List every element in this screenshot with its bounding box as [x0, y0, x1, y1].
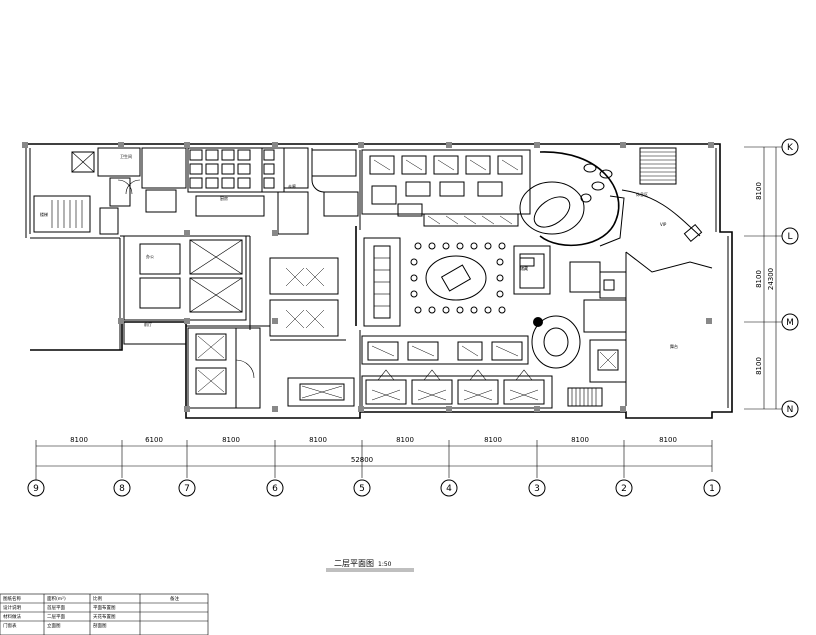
right-private-rooms — [567, 251, 713, 407]
axis-label: 5 — [359, 484, 365, 494]
table-cell: 门窗表 — [3, 622, 17, 629]
table-cell: 剖面图 — [93, 622, 107, 629]
axis-bubbles-vertical: K L M N — [781, 138, 799, 418]
table-cell: 天花布置图 — [93, 613, 116, 620]
axis-label: N — [787, 405, 794, 415]
drawing-scale: 1:50 — [378, 561, 392, 568]
axis-label: 1 — [709, 484, 715, 494]
axis-label: 9 — [33, 484, 39, 494]
room-label: 楼梯 — [40, 211, 48, 217]
span-label: 8100 — [222, 436, 240, 444]
room-tags: 楼梯 卫生间 厨房 走廊 前厅 办公 休息区 VIP 舞台 储藏 — [40, 153, 678, 349]
dimension-lines-right — [744, 146, 782, 410]
room-label: 舞台 — [670, 343, 678, 349]
elevator-core — [123, 235, 339, 345]
side-total-label: 24300 — [767, 268, 775, 290]
axis-bubble — [615, 479, 633, 497]
axis-bubble — [27, 479, 45, 497]
restroom-block — [187, 147, 359, 235]
axis-bubble — [353, 479, 371, 497]
central-dining-hall — [363, 237, 581, 369]
room-label: 卫生间 — [120, 153, 132, 159]
side-span-labels: 8100 8100 8100 24300 — [755, 182, 775, 375]
span-label: 8100 — [396, 436, 414, 444]
axis-span-labels: 8100 6100 8100 8100 8100 8100 8100 8100 … — [70, 436, 677, 464]
span-label: 8100 — [755, 270, 763, 288]
table-header: 面积(m²) — [47, 595, 66, 602]
table-cell: 材料做法 — [3, 613, 21, 620]
table-header: 图纸名称 — [3, 595, 21, 602]
legend-table: 图纸名称 面积(m²) 比例 备注 设计说明 首层平面 平面布置图 材料做法 二… — [0, 593, 209, 635]
upper-private-rooms — [361, 149, 531, 227]
room-label: 储藏 — [520, 265, 528, 271]
total-dimension-label: 52800 — [351, 456, 373, 464]
room-label: 前厅 — [144, 321, 152, 327]
table-header: 比例 — [93, 595, 102, 602]
axis-label: 4 — [446, 484, 452, 494]
axis-bubble — [266, 479, 284, 497]
room-label: 办公 — [146, 253, 154, 259]
axis-bubble — [528, 479, 546, 497]
span-label: 8100 — [70, 436, 88, 444]
oval-vip-room — [519, 151, 703, 247]
axis-bubble — [440, 479, 458, 497]
table-cell: 立面图 — [47, 622, 61, 629]
dimension-lines-bottom — [35, 440, 713, 480]
axis-label: M — [786, 318, 794, 328]
axis-bubbles-horizontal: 9 8 7 6 5 4 3 2 1 — [27, 479, 721, 497]
left-service-block — [33, 147, 187, 235]
lower-left-rooms — [187, 327, 355, 409]
span-label: 8100 — [755, 357, 763, 375]
span-label: 8100 — [571, 436, 589, 444]
axis-bubble — [781, 313, 799, 331]
axis-label: L — [787, 232, 792, 242]
room-label: VIP — [660, 222, 667, 227]
room-label: 走廊 — [288, 183, 296, 189]
span-label: 8100 — [309, 436, 327, 444]
span-label: 8100 — [484, 436, 502, 444]
column-markers — [22, 142, 714, 412]
table-cell: 二层平面 — [47, 614, 65, 620]
span-label: 8100 — [755, 182, 763, 200]
axis-label: 2 — [621, 484, 627, 494]
room-label: 休息区 — [636, 191, 648, 197]
axis-bubble — [781, 227, 799, 245]
room-label: 厨房 — [220, 195, 228, 201]
table-cell: 首层平面 — [47, 604, 65, 611]
axis-label: 7 — [184, 484, 190, 494]
axis-label: 6 — [272, 484, 278, 494]
table-header: 备注 — [170, 595, 179, 602]
table-cell: 设计说明 — [3, 604, 21, 611]
stair-top-right — [639, 147, 677, 185]
axis-label: 8 — [119, 484, 125, 494]
axis-bubble — [703, 479, 721, 497]
axis-bubble — [781, 138, 799, 156]
axis-bubble — [113, 479, 131, 497]
table-cell: 平面布置图 — [93, 604, 116, 611]
span-label: 6100 — [145, 436, 163, 444]
axis-bubble — [781, 400, 799, 418]
drawing-title-block: 二层平面图 1:50 — [326, 559, 414, 572]
lower-private-rooms — [361, 335, 553, 409]
span-label: 8100 — [659, 436, 677, 444]
axis-bubble — [178, 479, 196, 497]
drawing-title: 二层平面图 — [334, 559, 374, 568]
axis-label: 3 — [534, 484, 540, 494]
axis-label: K — [787, 143, 794, 153]
